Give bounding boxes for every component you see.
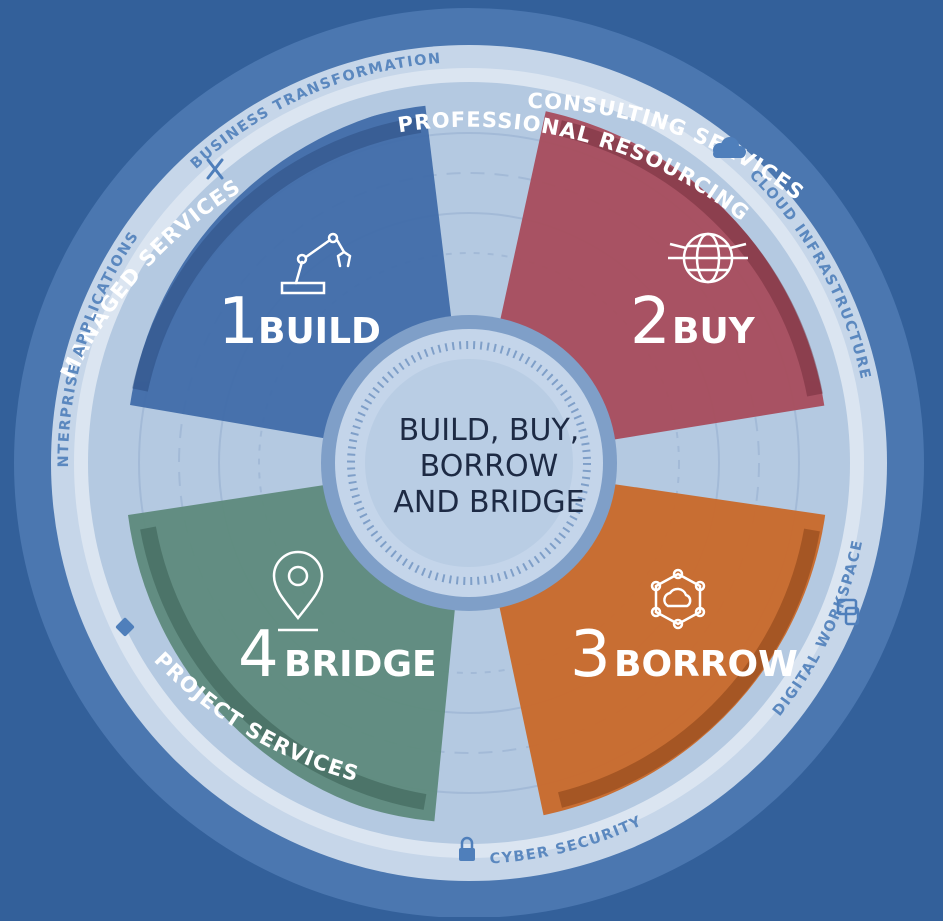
segment-buy-number: 2 <box>630 285 671 359</box>
segment-borrow-text: BORROW <box>614 644 798 685</box>
hub-center <box>365 359 573 567</box>
wrench-icon <box>206 158 224 180</box>
segment-borrow-label: 3 BORROW <box>570 618 798 692</box>
globe-network-icon <box>668 232 748 284</box>
hub-line-2: BORROW <box>420 449 559 484</box>
hub-ticks <box>347 341 591 585</box>
location-pin-icon <box>272 550 324 632</box>
robot-arm-icon <box>280 232 352 295</box>
segment-buy-label: 2 BUY <box>630 285 756 359</box>
devices-icon <box>836 598 860 626</box>
puzzle-icon <box>115 617 135 637</box>
segment-build-label: 1 BUILD <box>218 285 381 359</box>
cloud-icon <box>713 137 746 158</box>
segment-shadows <box>132 117 823 810</box>
segment-build-text: BUILD <box>258 311 381 352</box>
segment-bridge-number: 4 <box>238 618 279 692</box>
circuit-decoration <box>138 132 800 794</box>
segment-buy-text: BUY <box>672 311 756 352</box>
hub-line-1: BUILD, BUY, <box>399 413 580 448</box>
cloud-network-icon <box>650 568 706 630</box>
lock-icon <box>459 836 475 861</box>
segment-borrow-number: 3 <box>570 618 611 692</box>
segment-bridge-label: 4 BRIDGE <box>238 618 437 692</box>
hub-line-3: AND BRIDGE <box>393 485 584 520</box>
segment-bridge-text: BRIDGE <box>284 644 437 685</box>
segment-build-number: 1 <box>218 285 259 359</box>
